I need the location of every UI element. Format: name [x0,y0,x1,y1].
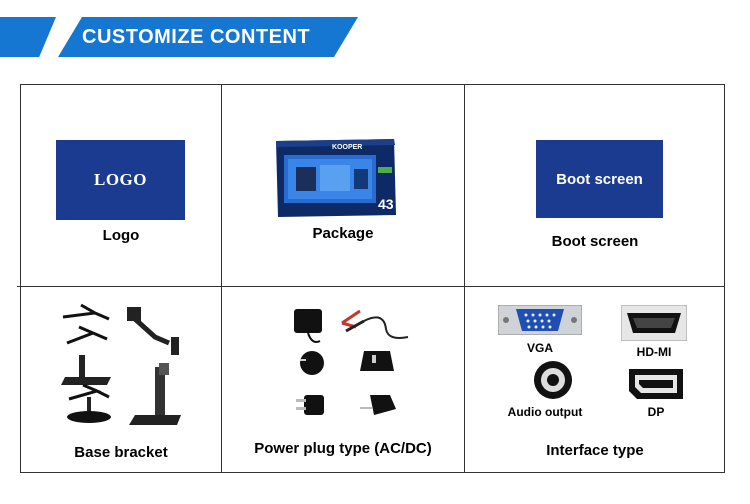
power-adapter-icon [294,309,409,343]
vga-port-icon [498,305,582,335]
port-label-hdmi: HD-MI [636,345,672,359]
package-box-icon: KOOPER 43 [276,139,396,217]
cell-logo: LOGO Logo [21,85,221,286]
cell-label: Power plug type (AC/DC) [254,440,432,457]
section-banner: CUSTOMIZE CONTENT [0,17,360,57]
boot-screen-sample: Boot screen [536,140,663,218]
grid-divider [17,286,724,287]
logo-sample-text: LOGO [93,170,147,189]
stand-icon [61,303,181,425]
displayport-icon [629,369,683,399]
cell-power-plug: Power plug type (AC/DC) [222,287,464,472]
port-label-dp: DP [647,405,665,419]
svg-text:KOOPER: KOOPER [332,144,362,151]
grid-divider [221,85,222,472]
cell-package: KOOPER 43 Package [222,85,464,286]
port-label-audio: Audio output [507,405,583,419]
svg-text:43: 43 [378,196,394,212]
cell-label: Interface type [546,442,644,459]
hdmi-port-icon [621,305,687,341]
cell-boot-screen: Boot screen Boot screen [465,85,725,286]
cell-interface: VGA HD-MI Audio output DP Interface type [465,287,725,472]
banner-accent [0,17,56,57]
cell-label: Boot screen [551,233,639,250]
grid-divider [464,85,465,472]
audio-jack-icon [534,361,572,399]
section-title: CUSTOMIZE CONTENT [82,26,311,48]
logo-sample: LOGO [56,140,185,220]
cell-label: Package [312,225,374,242]
plug-icon [296,351,396,415]
cell-label: Logo [102,227,140,244]
boot-screen-sample-text: Boot screen [556,170,643,188]
port-label-vga: VGA [526,341,553,355]
banner-background [58,17,358,57]
cell-label: Base bracket [74,444,168,461]
cell-base-bracket: Base bracket [21,287,221,472]
content-grid: LOGO Logo KOOPER 43 Package Boot screen … [17,84,725,473]
